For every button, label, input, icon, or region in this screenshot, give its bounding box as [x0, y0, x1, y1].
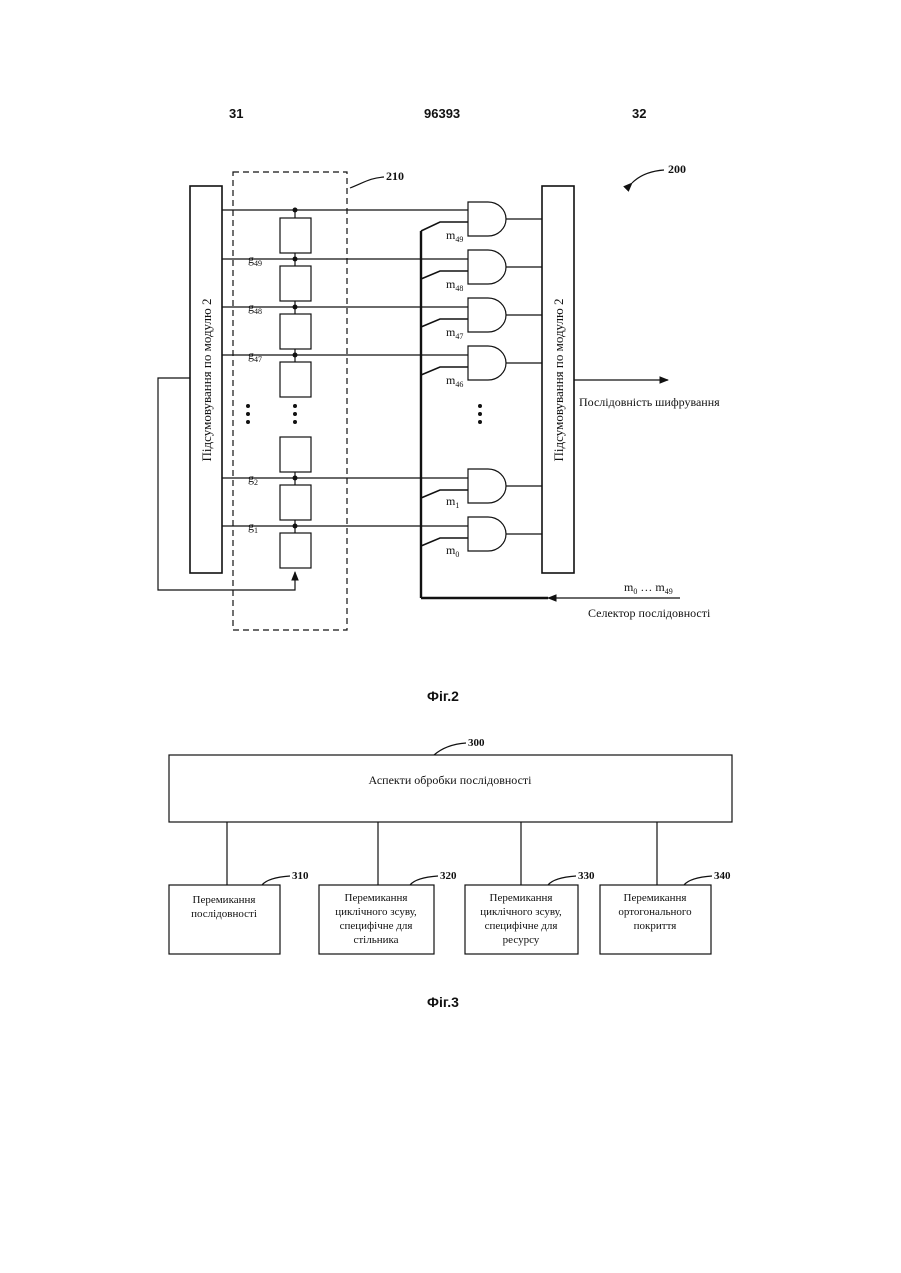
box-line: ортогонального	[618, 906, 692, 918]
register-cell	[280, 362, 311, 397]
box-330-text: Перемикання циклічного зсуву, специфічне…	[480, 892, 562, 946]
ellipsis-dots	[246, 404, 482, 424]
and-gate	[468, 298, 506, 332]
and-gate	[468, 250, 506, 284]
register-cell	[280, 533, 311, 568]
left-block-label: Підсумовування по модулю 2	[199, 299, 214, 462]
ref-330: 330	[578, 870, 595, 882]
ref-210: 210	[386, 169, 404, 183]
ref-200: 200	[668, 162, 686, 176]
main-aspects-box	[169, 755, 732, 822]
box-line: специфічне для	[340, 920, 413, 932]
mask-range-label: m0 … m49	[624, 580, 673, 596]
register-cell	[280, 485, 311, 520]
ref-310: 310	[292, 870, 309, 882]
box-line: циклічного зсуву,	[480, 906, 562, 918]
mask-label-m47: m47	[446, 325, 463, 341]
main-aspects-label: Аспекти обробки послідовності	[368, 773, 532, 787]
box-line: Перемикання	[624, 892, 687, 904]
register-cell	[280, 314, 311, 349]
box-line: покриття	[634, 920, 677, 932]
box-line: Перемикання	[490, 892, 553, 904]
mask-label-m49: m49	[446, 228, 463, 244]
mask-label-m1: m1	[446, 494, 459, 510]
tap-labels: g49 g48 g47 g2 g1	[248, 252, 262, 535]
fig3-caption: Фіг.3	[427, 994, 459, 1010]
and-gate	[468, 469, 506, 503]
tap-label-g47: g47	[248, 348, 262, 364]
and-gate	[468, 517, 506, 551]
ref-320: 320	[440, 870, 457, 882]
mask-label-m48: m48	[446, 277, 463, 293]
box-340-text: Перемикання ортогонального покриття	[618, 892, 692, 932]
mask-label-m46: m46	[446, 373, 463, 389]
box-line: специфічне для	[485, 920, 558, 932]
ref-300: 300	[468, 737, 485, 749]
tap-label-g49: g49	[248, 252, 262, 268]
box-320-text: Перемикання циклічного зсуву, специфічне…	[335, 892, 417, 946]
box-line: ресурсу	[503, 934, 540, 946]
output-label: Послідовність шифрування	[579, 395, 720, 409]
box-line: послідовності	[191, 908, 257, 920]
box-line: стільника	[353, 934, 398, 946]
shift-register-boundary	[233, 172, 347, 630]
ref-340: 340	[714, 870, 731, 882]
register-cell	[280, 266, 311, 301]
selector-label: Селектор послідовності	[588, 606, 711, 620]
tap-label-g48: g48	[248, 300, 262, 316]
box-310-text: Перемикання послідовності	[191, 894, 257, 920]
register-cell	[280, 218, 311, 253]
and-gate	[468, 202, 506, 236]
box-line: Перемикання	[193, 894, 256, 906]
and-gate	[468, 346, 506, 380]
right-block-label: Підсумовування по модулю 2	[551, 299, 566, 462]
tap-label-g1: g1	[248, 519, 258, 535]
box-line: циклічного зсуву,	[335, 906, 417, 918]
fig2-caption: Фіг.2	[427, 688, 459, 704]
tap-label-g2: g2	[248, 471, 258, 487]
mask-label-m0: m0	[446, 543, 459, 559]
register-cell	[280, 437, 311, 472]
box-line: Перемикання	[345, 892, 408, 904]
